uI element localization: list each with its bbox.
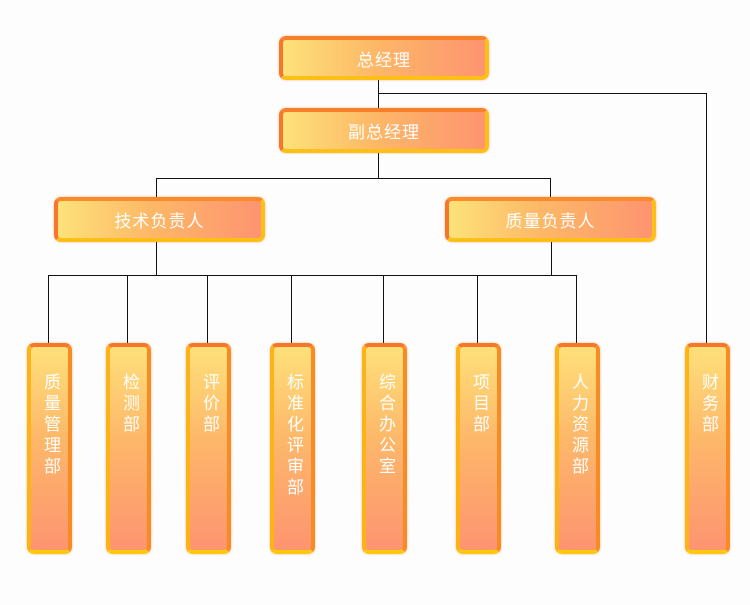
node-tech-lead: 技术负责人 [54,197,265,242]
node-dept-testing: 检测部 [106,343,151,554]
node-quality-lead: 质量负责人 [445,197,656,242]
connector-finance-v [706,93,707,343]
node-label: 质量负责人 [505,212,596,232]
node-label: 项目部 [469,373,489,436]
connector-deputy-down [378,152,379,178]
connector-dept-3 [207,275,208,343]
connector-dept-7 [576,275,577,343]
connector-level2-h [156,178,551,179]
node-dept-standardization-review: 标准化评审部 [270,343,315,554]
connector-departments-h [48,275,577,276]
connector-dept-6 [477,275,478,343]
connector-tech-down [156,241,157,275]
node-label: 质量管理部 [40,373,60,478]
node-label: 标准化评审部 [283,373,303,499]
node-label: 人力资源部 [568,373,588,478]
node-label: 副总经理 [348,123,420,143]
connector-gm-to-finance-h [378,93,706,94]
node-label: 技术负责人 [114,212,205,232]
node-label: 检测部 [119,373,139,436]
node-deputy-manager: 副总经理 [279,108,489,153]
connector-dept-2 [127,275,128,343]
connector-dept-4 [291,275,292,343]
node-dept-projects: 项目部 [456,343,501,554]
node-label: 总经理 [357,50,411,71]
node-label: 财务部 [698,373,718,436]
connector-dept-1 [48,275,49,343]
node-dept-general-office: 综合办公室 [362,343,407,554]
connector-quality-up [550,178,551,197]
node-dept-finance: 财务部 [685,343,730,554]
node-dept-evaluation: 评价部 [186,343,231,554]
node-label: 综合办公室 [375,373,395,478]
connector-quality-down [551,241,552,275]
node-general-manager: 总经理 [279,36,489,80]
node-label: 评价部 [199,373,219,436]
node-dept-human-resources: 人力资源部 [555,343,600,554]
connector-dept-5 [383,275,384,343]
node-dept-quality-management: 质量管理部 [27,343,72,554]
connector-tech-up [156,178,157,197]
